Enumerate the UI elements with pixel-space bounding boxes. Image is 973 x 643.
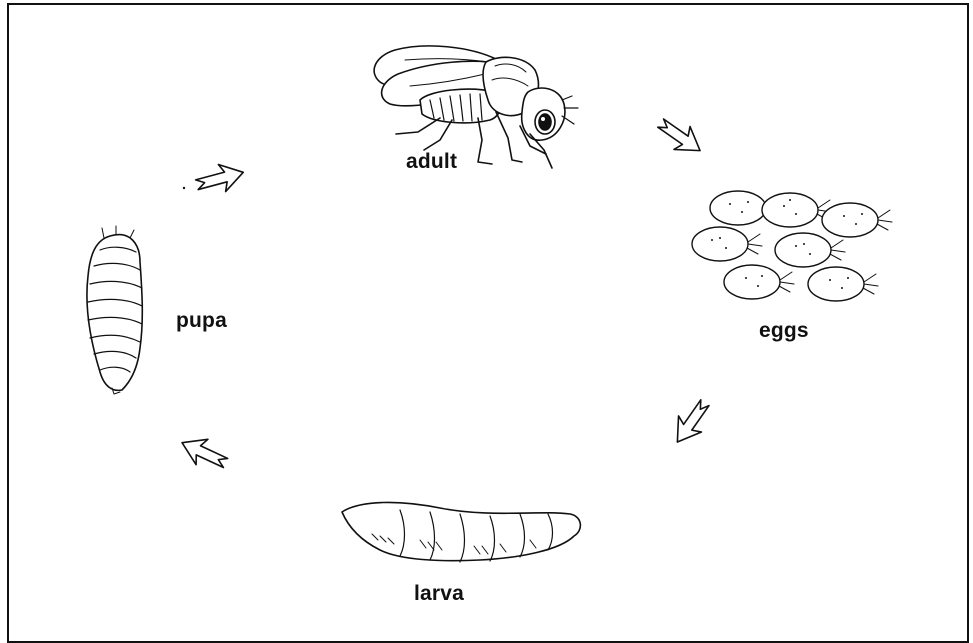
stage-label-pupa: pupa (176, 309, 227, 333)
eggs-icon (692, 191, 892, 301)
stage-label-eggs: eggs (759, 319, 809, 343)
arrow-icon (176, 430, 231, 476)
life-cycle-diagram (0, 0, 973, 627)
stage-label-larva: larva (414, 582, 464, 606)
larva-icon (342, 502, 580, 562)
stage-label-adult: adult (406, 150, 457, 174)
arrow-icon (666, 395, 716, 450)
fly-icon (374, 46, 578, 168)
arrow-icon (653, 112, 708, 162)
pupa-icon (87, 226, 142, 394)
arrow-icon (193, 159, 247, 198)
